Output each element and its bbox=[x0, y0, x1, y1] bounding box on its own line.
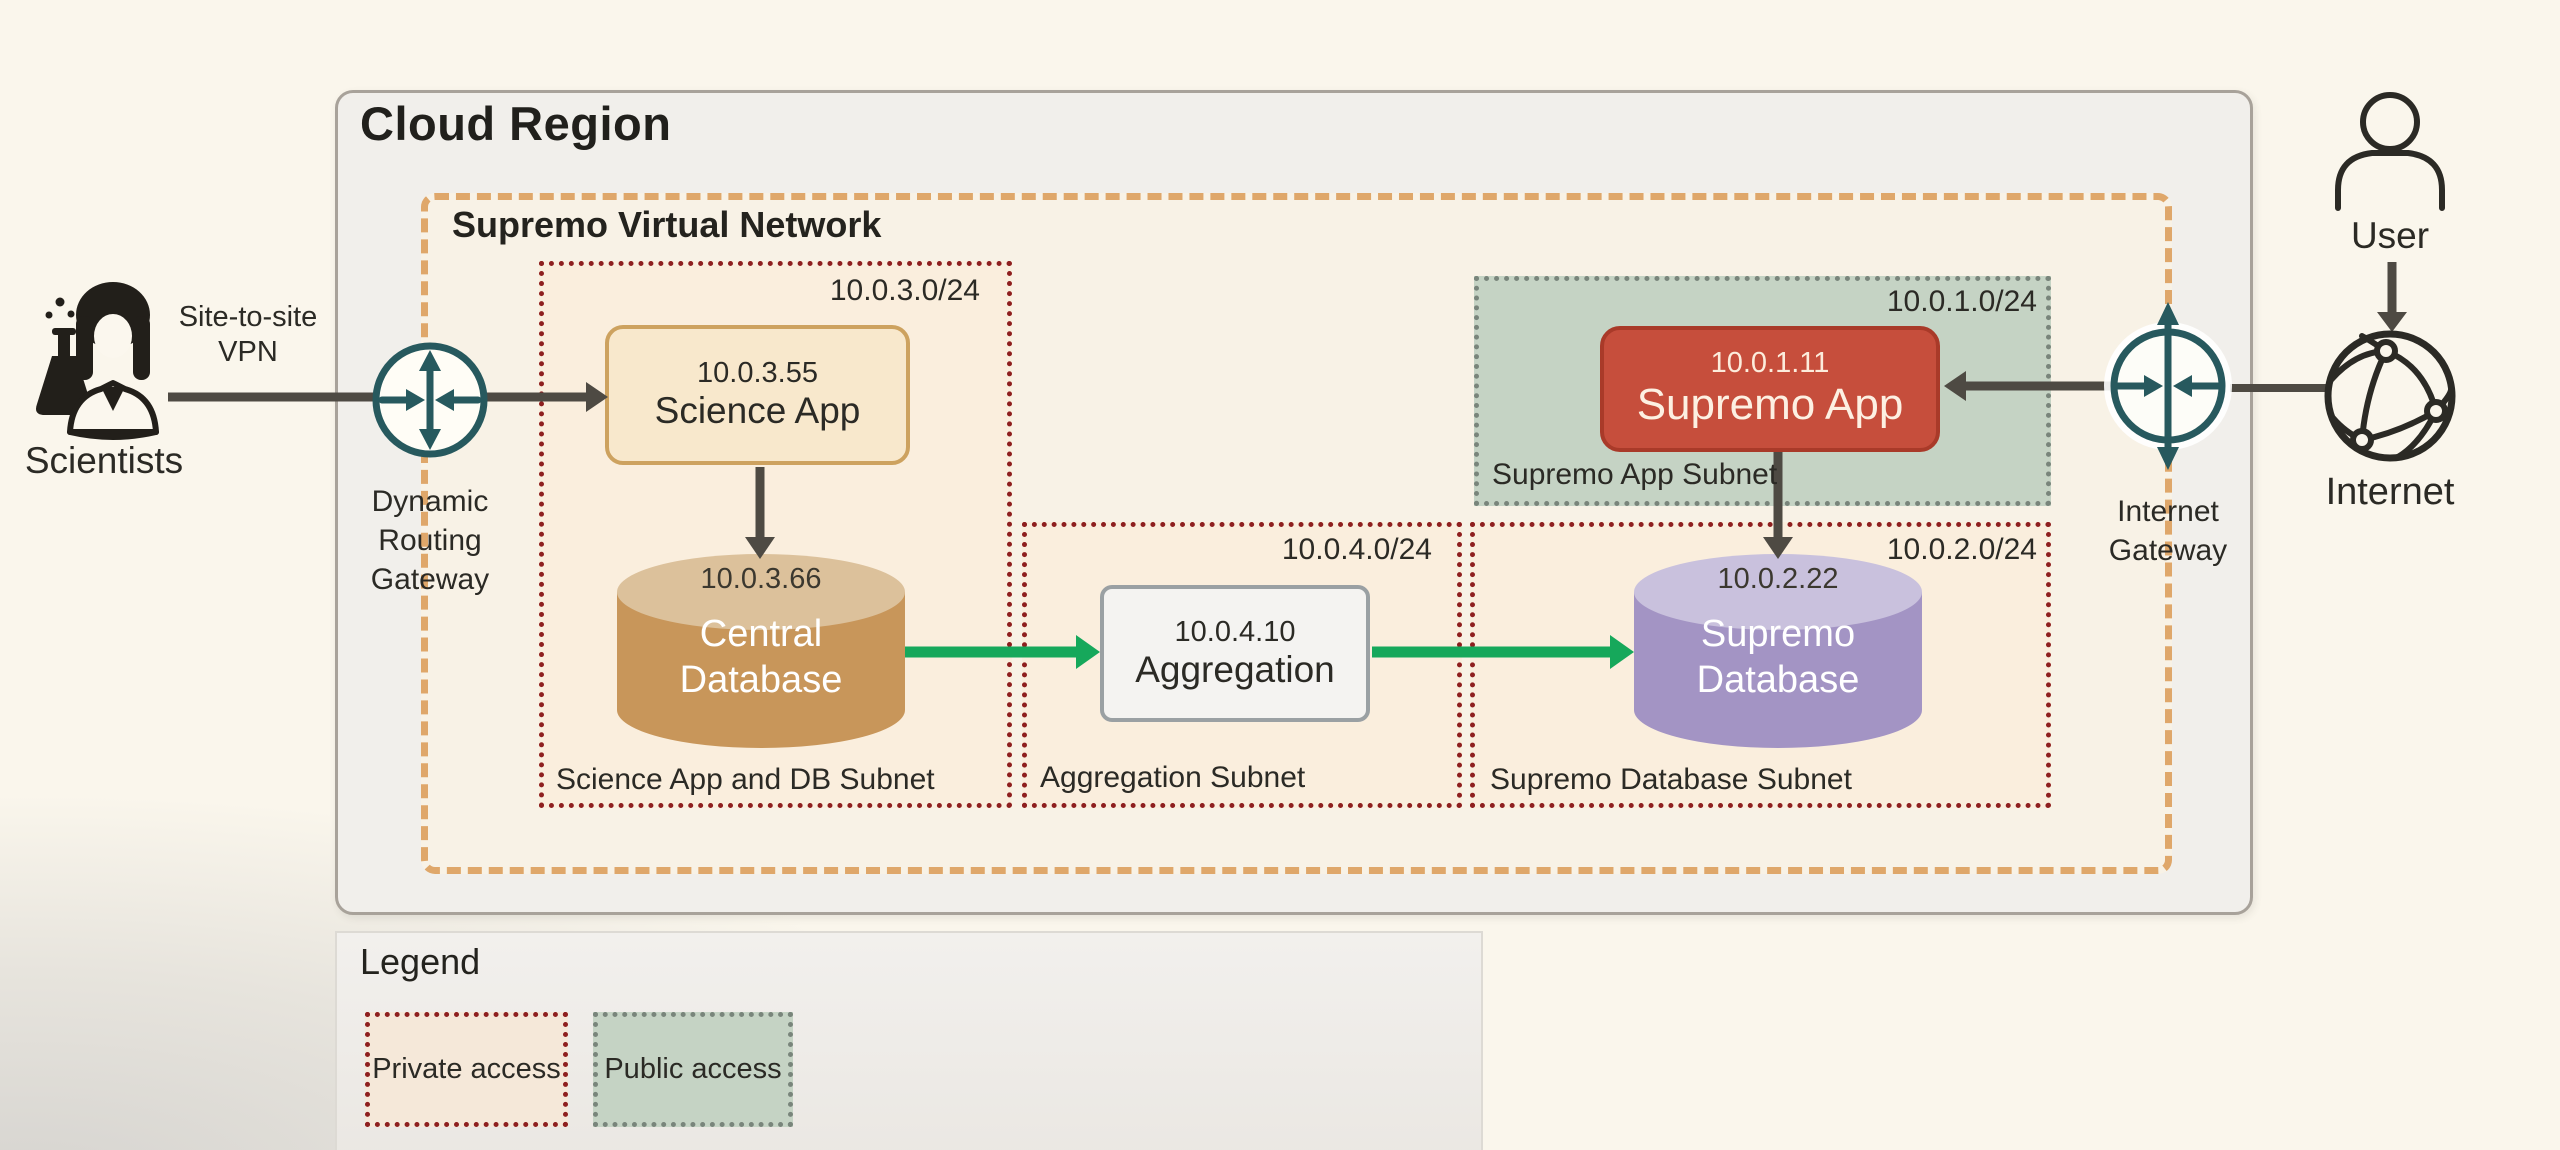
user-icon bbox=[2335, 92, 2445, 211]
aggregation-label: Aggregation bbox=[1135, 648, 1335, 690]
legend-public-access-label: Public access bbox=[604, 1053, 782, 1086]
subnet-label-supremo-database: Supremo Database Subnet bbox=[1490, 763, 1852, 796]
cidr-aggregation-subnet: 10.0.4.0/24 bbox=[1281, 533, 1432, 566]
legend-swatch-private-access: Private access bbox=[365, 1012, 568, 1127]
aggregation-ip: 10.0.4.10 bbox=[1174, 615, 1296, 648]
cidr-supremo-database-subnet: 10.0.2.0/24 bbox=[1886, 533, 2037, 566]
legend-swatch-public-access: Public access bbox=[593, 1012, 793, 1127]
science-app-node: 10.0.3.55 Science App bbox=[605, 325, 910, 465]
dynamic-routing-gateway-label: Dynamic Routing Gateway bbox=[370, 485, 490, 596]
site-to-site-vpn-label: Site-to-site VPN bbox=[178, 301, 318, 368]
cidr-supremo-app-subnet: 10.0.1.0/24 bbox=[1886, 285, 2037, 318]
arrow-user-to-internet bbox=[2377, 262, 2407, 332]
virtual-network-label: Supremo Virtual Network bbox=[452, 204, 882, 245]
cidr-science-subnet: 10.0.3.0/24 bbox=[829, 274, 980, 307]
central-database-ip: 10.0.3.66 bbox=[700, 563, 822, 595]
supremo-app-ip: 10.0.1.11 bbox=[1710, 347, 1830, 380]
central-database-label: Central Database bbox=[679, 613, 843, 702]
subnet-label-science-app-db: Science App and DB Subnet bbox=[556, 763, 935, 796]
supremo-app-label: Supremo App bbox=[1636, 380, 1904, 430]
user-label: User bbox=[2350, 215, 2430, 256]
scientist-icon bbox=[36, 282, 159, 440]
internet-globe-icon bbox=[2324, 330, 2456, 462]
internet-label: Internet bbox=[2325, 471, 2455, 513]
supremo-database-label: Supremo Database bbox=[1696, 613, 1860, 702]
internet-gateway-label: Internet Gateway bbox=[2108, 495, 2228, 567]
science-app-ip: 10.0.3.55 bbox=[697, 357, 818, 390]
legend-title: Legend bbox=[360, 941, 481, 982]
scientists-label: Scientists bbox=[24, 440, 184, 481]
subnet-label-supremo-app: Supremo App Subnet bbox=[1492, 458, 1778, 491]
legend-private-access-label: Private access bbox=[372, 1053, 561, 1086]
supremo-database-ip: 10.0.2.22 bbox=[1717, 563, 1839, 595]
aggregation-node: 10.0.4.10 Aggregation bbox=[1100, 585, 1370, 722]
cloud-region-title: Cloud Region bbox=[360, 97, 672, 150]
supremo-app-node: 10.0.1.11 Supremo App bbox=[1600, 326, 1940, 452]
science-app-label: Science App bbox=[654, 390, 861, 432]
subnet-label-aggregation: Aggregation Subnet bbox=[1040, 761, 1306, 794]
